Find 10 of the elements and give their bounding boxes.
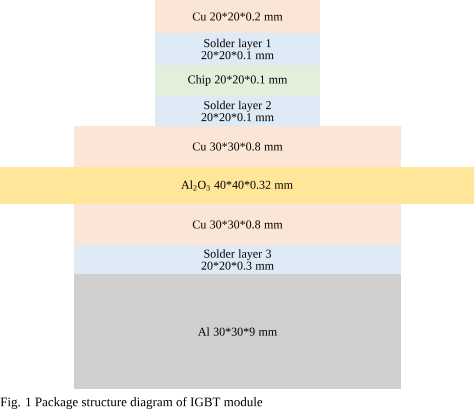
layer-band: Al 30*30*9 mm bbox=[74, 274, 401, 389]
figure-caption: Fig. 1 Package structure diagram of IGBT module bbox=[0, 397, 262, 409]
layer-band: Solder layer 3 20*20*0.3 mm bbox=[74, 245, 401, 274]
layer-band: Al$_{2}$O$_{3}$ 40*40*0.32 mm bbox=[0, 167, 474, 204]
layer-band: Solder layer 1 20*20*0.1 mm bbox=[155, 33, 320, 65]
layer-band: Chip 20*20*0.1 mm bbox=[155, 65, 320, 96]
layer-band: Cu 30*30*0.8 mm bbox=[74, 204, 401, 245]
layer-band: Cu 20*20*0.2 mm bbox=[155, 0, 320, 33]
layer-band: Solder layer 2 20*20*0.1 mm bbox=[155, 96, 320, 126]
layer-band: Cu 30*30*0.8 mm bbox=[74, 126, 401, 167]
